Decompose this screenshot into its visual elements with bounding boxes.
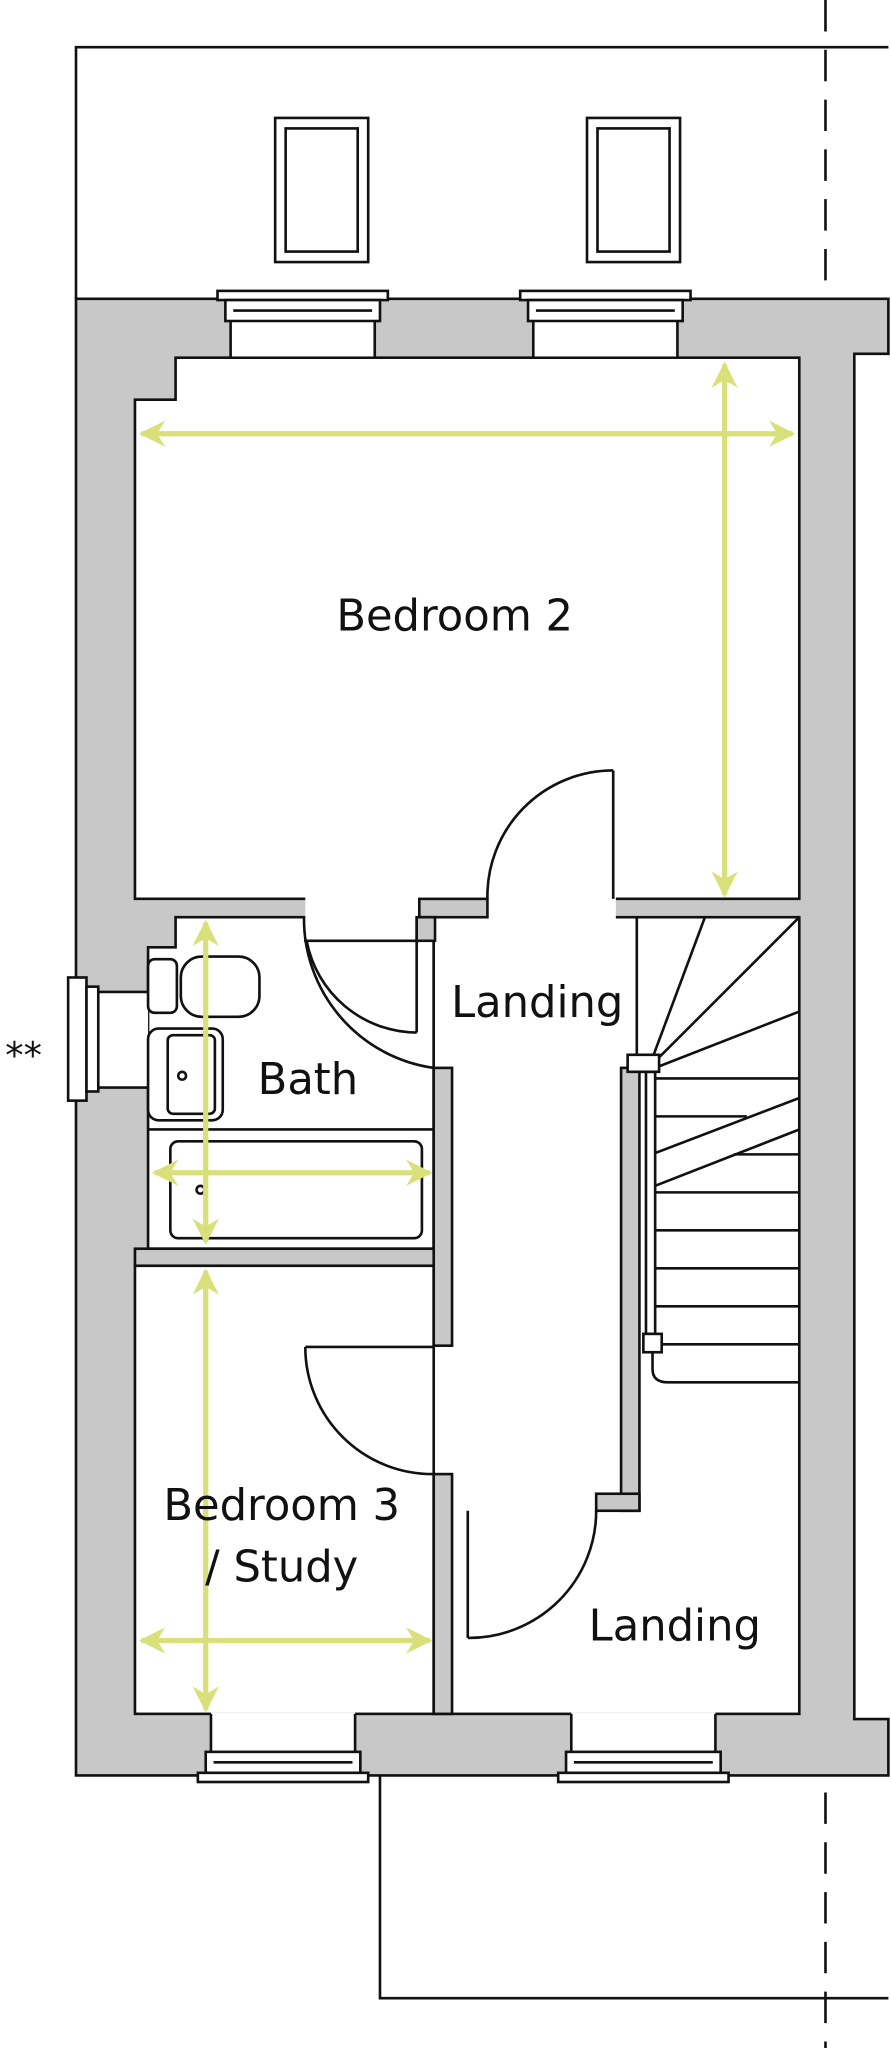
label-landing-upper: Landing (451, 978, 623, 1028)
label-study: / Study (205, 1543, 358, 1593)
bedroom2-wall-segment (417, 897, 489, 919)
room-landing (432, 915, 801, 1716)
window-bedroom3 (196, 1712, 370, 1784)
bathtub (148, 1128, 434, 1240)
label-bath: Bath (258, 1055, 358, 1105)
label-bedroom-2: Bedroom 2 (336, 591, 573, 641)
newel-post-top (626, 1053, 661, 1074)
newel-post-bottom (642, 1332, 664, 1354)
door-bedroom-3 (303, 1345, 434, 1476)
boundary-line-bottom (378, 1775, 889, 2000)
window-landing (556, 1712, 730, 1784)
bath-wall-stub (415, 915, 437, 943)
label-landing-lower: Landing (589, 1601, 761, 1651)
partition-stair-stub (594, 1492, 641, 1513)
partition-bath-bed3 (133, 1247, 436, 1268)
label-bedroom-3: Bedroom 3 (163, 1481, 400, 1531)
basin (146, 1027, 225, 1122)
window-bath (66, 976, 149, 1102)
door-bedroom-2 (486, 769, 615, 899)
partition-stair-landing (619, 1066, 641, 1513)
window-bedroom2-left (216, 289, 390, 323)
partition-bath-landing (432, 1066, 454, 1347)
roof-window-right (585, 116, 682, 264)
staircase (626, 916, 801, 1384)
room-bedroom-2 (133, 356, 801, 901)
roof-window-left (273, 116, 370, 264)
note-marker: ** (5, 1034, 42, 1077)
boundary-line-top (74, 45, 889, 299)
door-landing-lower (466, 1510, 598, 1640)
partition-bed3-landing (432, 1472, 454, 1716)
handrail (644, 1070, 657, 1336)
window-bedroom2-right (518, 289, 692, 323)
door-bath (302, 917, 434, 1070)
